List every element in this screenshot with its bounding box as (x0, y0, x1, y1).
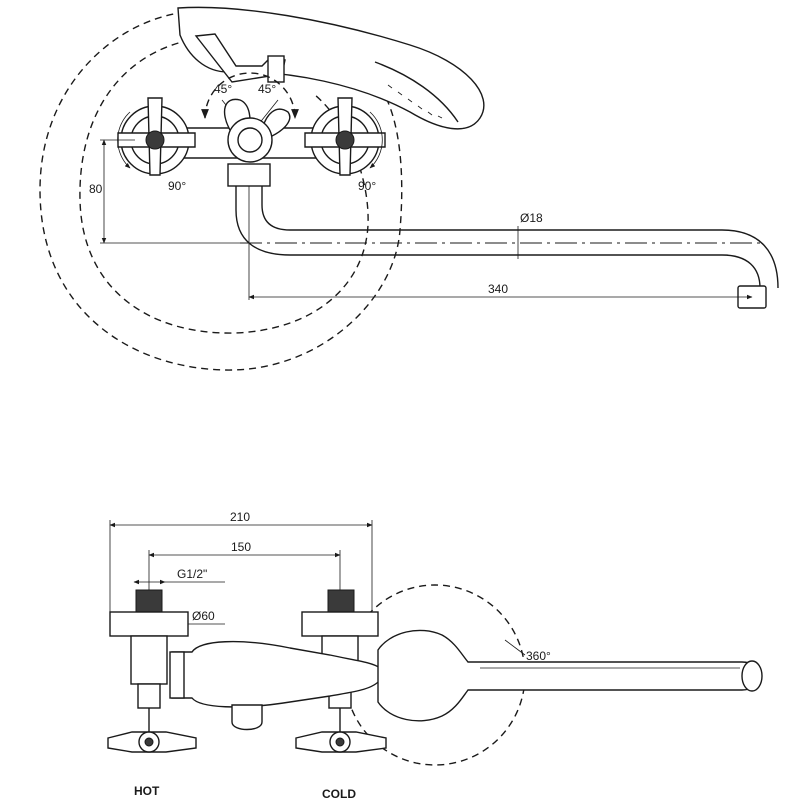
hot-handle-rotation-label: 90° (168, 179, 186, 193)
cold-handle-top (304, 97, 386, 176)
diverter-knob-inner (237, 127, 263, 153)
spout-tube-inner (261, 186, 779, 289)
hot-flange (109, 611, 189, 637)
cold-handle-rotation-label: 90° (358, 179, 376, 193)
hot-handle-top (117, 97, 196, 176)
diverter-rotation-arc (201, 72, 299, 119)
hot-inlet-assembly (107, 589, 197, 753)
cold-label: COLD (322, 787, 356, 800)
spout-collar (227, 163, 271, 187)
height-dim-label: 80 (89, 182, 103, 196)
width-dim-label: 210 (230, 510, 250, 524)
center-dim-label: 150 (231, 540, 251, 554)
swivel-label: 360° (526, 649, 551, 663)
spout-end-cap (741, 660, 763, 692)
spout-diameter-label: Ø18 (520, 211, 543, 225)
hose-swing-inner-envelope (79, 39, 369, 334)
diverter-stub (231, 704, 263, 731)
hot-thread-inlet (135, 589, 163, 613)
cold-thread-inlet (327, 589, 355, 613)
thread-label: G1/2" (177, 567, 207, 581)
swivel-leader (504, 639, 526, 656)
cold-flange (301, 611, 379, 637)
hot-label: HOT (134, 784, 160, 798)
flange-diameter-label: Ø60 (192, 609, 215, 623)
body-end-left (169, 651, 185, 699)
diverter-angle-left-label: 45° (214, 82, 232, 96)
shower-cradle-clip (267, 55, 285, 83)
spout-front (377, 629, 761, 722)
hose-swing-outer-envelope (39, 11, 403, 371)
front-view: 360° 210 150 G1/2" Ø60 (107, 510, 763, 800)
top-view: 45° 45° 90° 90° (39, 6, 779, 371)
spout-tube-outer (235, 186, 761, 289)
shower-head-face (374, 61, 459, 123)
diverter-knob (227, 117, 273, 163)
reach-dim-label: 340 (488, 282, 508, 296)
shower-spray-holes (387, 84, 443, 119)
diverter-angle-right-label: 45° (258, 82, 276, 96)
